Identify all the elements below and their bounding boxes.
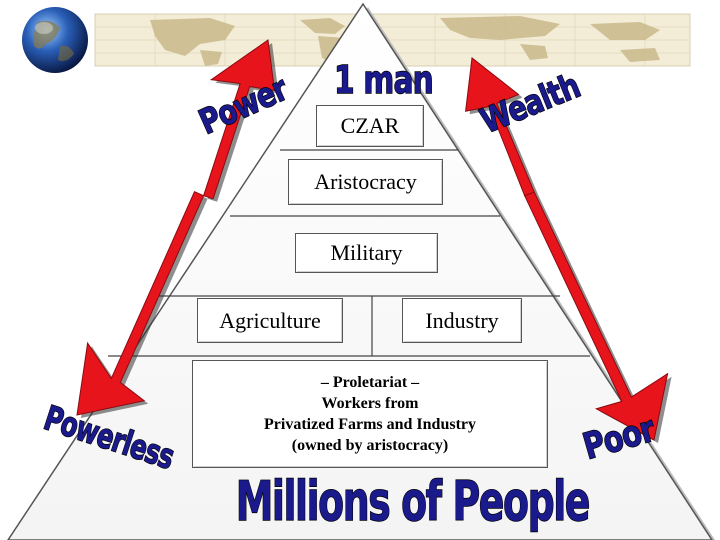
globe-icon: [22, 7, 88, 73]
arrow-power-wealth-right: [465, 57, 672, 443]
tier-military: Military: [295, 233, 438, 273]
world-map-banner: [94, 13, 691, 67]
tier-industry: Industry: [402, 298, 522, 343]
arrow-power-wealth-left: [76, 39, 279, 418]
tier-czar: CZAR: [316, 105, 424, 147]
tier-agriculture: Agriculture: [197, 298, 343, 343]
proletariat-line-2: Workers from: [321, 395, 419, 412]
apex-label: 1 man: [333, 57, 434, 102]
tier-proletariat: – Proletariat – Workers from Privatized …: [192, 360, 548, 468]
proletariat-line-3: Privatized Farms and Industry: [264, 416, 476, 433]
proletariat-line-1: – Proletariat –: [320, 374, 420, 391]
base-label: Millions of People: [235, 469, 591, 533]
proletariat-line-4: (owned by aristocracy): [291, 437, 449, 454]
tier-aristocracy: Aristocracy: [288, 159, 443, 205]
